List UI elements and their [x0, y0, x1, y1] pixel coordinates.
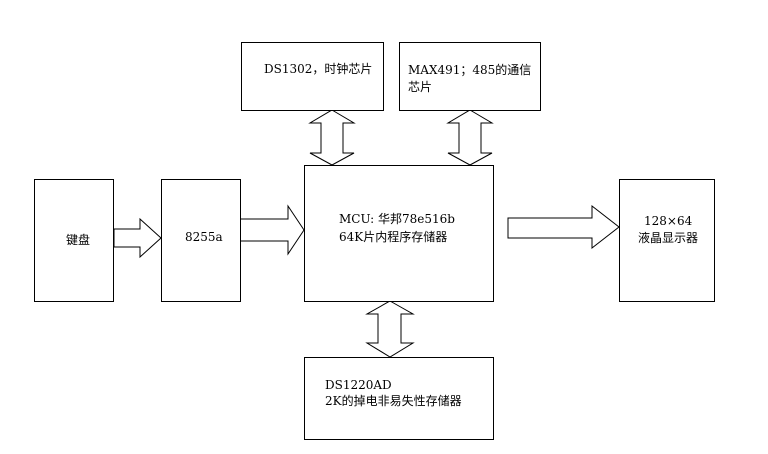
memory-label-line1: DS1220AD — [325, 378, 392, 392]
chip-8255-label: 8255a — [185, 230, 223, 244]
comm-label-line1: MAX491；485的通信 — [408, 63, 532, 77]
arrow-comm-mcu — [446, 109, 494, 166]
keyboard-label: 键盘 — [66, 233, 91, 247]
arrow-mcu-memory — [365, 300, 415, 358]
keyboard-block: 键盘 — [34, 179, 114, 302]
arrow-keyboard-to-8255 — [113, 217, 162, 259]
lcd-label-line1: 128×64 — [644, 214, 693, 228]
lcd-label-line2: 液晶显示器 — [638, 231, 699, 245]
rtc-label: DS1302，时钟芯片 — [264, 62, 373, 76]
mcu-label-line1: MCU: 华邦78e516b — [339, 212, 455, 226]
arrow-mcu-to-lcd — [507, 204, 620, 250]
arrow-rtc-mcu — [308, 109, 356, 166]
mcu-label-line2: 64K片内程序存储器 — [339, 230, 448, 244]
mcu-block: MCU: 华邦78e516b 64K片内程序存储器 — [304, 165, 494, 302]
memory-label-line2: 2K的掉电非易失性存储器 — [325, 394, 462, 408]
arrow-8255-to-mcu — [239, 204, 305, 256]
chip-8255-block: 8255a — [161, 179, 241, 302]
lcd-block: 128×64 液晶显示器 — [619, 179, 715, 302]
memory-block: DS1220AD 2K的掉电非易失性存储器 — [304, 357, 494, 440]
comm-block: MAX491；485的通信 芯片 — [399, 42, 541, 111]
rtc-block: DS1302，时钟芯片 — [241, 42, 384, 111]
comm-label-line2: 芯片 — [408, 80, 433, 94]
